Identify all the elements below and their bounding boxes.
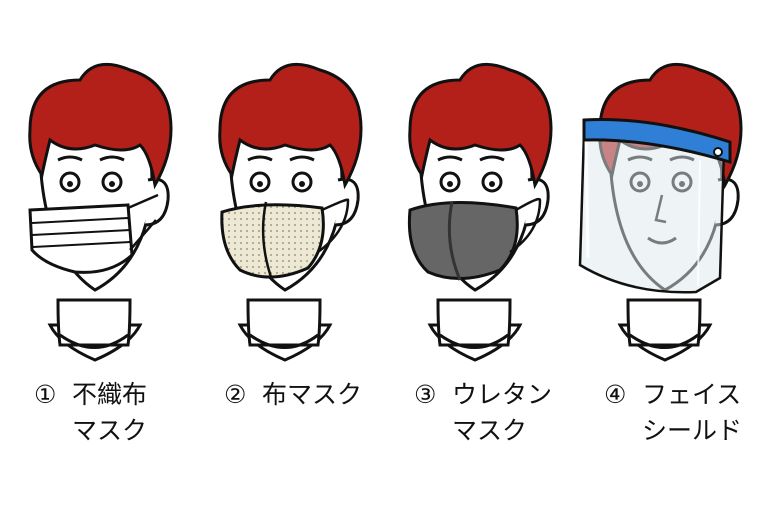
caption-number: ③ <box>414 380 437 409</box>
caption-line-2: マスク <box>72 416 148 445</box>
urethane-mask-icon <box>407 62 553 362</box>
nonwoven-mask <box>28 193 159 274</box>
figure-nonwoven: ① 不織布 マスク <box>0 0 190 509</box>
urethane-mask <box>407 197 542 281</box>
caption-number: ① <box>34 380 57 409</box>
cloth-mask-icon <box>218 62 363 362</box>
cloth-mask <box>220 198 350 281</box>
caption-number: ④ <box>604 380 627 409</box>
face-shield <box>578 117 732 294</box>
figure-shield: ④ フェイス シールド <box>570 0 760 509</box>
caption-number: ② <box>224 380 247 409</box>
figure-cloth: ② 布マスク <box>190 0 380 509</box>
person-head <box>28 62 173 362</box>
nonwoven-mask-icon <box>28 62 173 362</box>
caption-line-1: 布マスク <box>262 380 363 409</box>
caption-line-2: マスク <box>452 416 528 445</box>
caption-line-1: 不織布 <box>72 380 148 409</box>
caption-line-1: ウレタン <box>452 380 553 409</box>
figure-urethane: ③ ウレタン マスク <box>380 0 570 509</box>
caption-line-1: フェイス <box>642 380 742 409</box>
face-shield-icon <box>578 62 743 362</box>
caption-line-2: シールド <box>642 416 743 445</box>
